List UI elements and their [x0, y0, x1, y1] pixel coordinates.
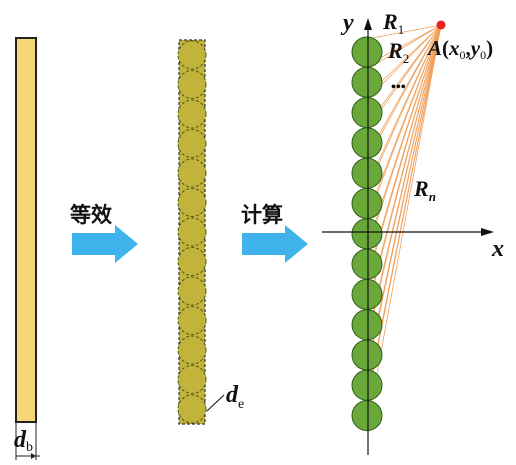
distance-ray: [366, 24, 442, 40]
right-circle: [351, 248, 383, 280]
de-label: de: [226, 382, 244, 412]
db-label: db: [14, 427, 33, 455]
distance-ray: [366, 24, 442, 221]
distance-ray: [366, 24, 442, 191]
right-circle: [351, 369, 383, 401]
point-a-marker: [436, 20, 446, 30]
mid-circle: [177, 40, 207, 70]
right-circle: [351, 97, 383, 129]
mid-circle: [177, 394, 207, 424]
equivalence-label: 等效: [70, 203, 112, 227]
mid-circle: [177, 188, 207, 217]
right-circle: [351, 400, 383, 432]
ellipsis-label: •••: [391, 80, 406, 95]
r1-label: R1: [382, 9, 404, 37]
distance-ray: [366, 24, 442, 373]
mid-circle: [177, 276, 207, 306]
y-axis-arrowhead: [364, 18, 372, 30]
r2-label: R2: [387, 38, 409, 66]
mid-circle: [177, 99, 207, 129]
mid-circle: [177, 129, 207, 158]
right-arrow-icon: [72, 225, 138, 263]
distance-ray: [366, 24, 442, 70]
original-strip-panel: db: [14, 37, 40, 460]
right-circle: [351, 127, 383, 159]
y-axis-label: y: [340, 10, 354, 36]
distance-ray: [366, 24, 442, 252]
calculation-panel: x y R1 R2 ••• Rn A(x0,y0): [322, 9, 504, 455]
right-circle: [351, 36, 383, 68]
right-circle: [351, 66, 383, 98]
mid-circle: [177, 158, 207, 188]
right-circle: [351, 309, 383, 341]
mid-circle-group: [177, 40, 207, 424]
rn-label: Rn: [413, 176, 436, 204]
mid-circle: [177, 335, 207, 365]
x-axis-label: x: [491, 236, 504, 262]
right-circle: [351, 339, 383, 371]
mid-circle: [177, 306, 207, 335]
de-leader-line: [206, 394, 225, 412]
right-arrow-icon: [242, 225, 308, 263]
right-circle: [351, 278, 383, 310]
right-circle: [351, 157, 383, 189]
mid-circle: [177, 217, 207, 247]
calculation-label: 计算: [241, 203, 283, 227]
equivalence-arrow-group: 等效: [70, 203, 138, 263]
mid-circle: [177, 247, 207, 276]
right-circle: [351, 188, 383, 219]
right-circle: [351, 218, 383, 250]
calculation-arrow-group: 计算: [241, 203, 308, 263]
equivalent-strip-panel: de: [177, 39, 244, 425]
mid-circle: [177, 365, 207, 394]
original-strip: [15, 37, 37, 423]
right-circle-group: [351, 36, 383, 432]
x-axis-arrowhead: [481, 228, 494, 236]
mid-circle: [177, 70, 207, 99]
db-dimension-arrowhead: [31, 453, 36, 459]
point-a-label: A(x0,y0): [426, 36, 493, 62]
distance-ray: [366, 24, 442, 403]
